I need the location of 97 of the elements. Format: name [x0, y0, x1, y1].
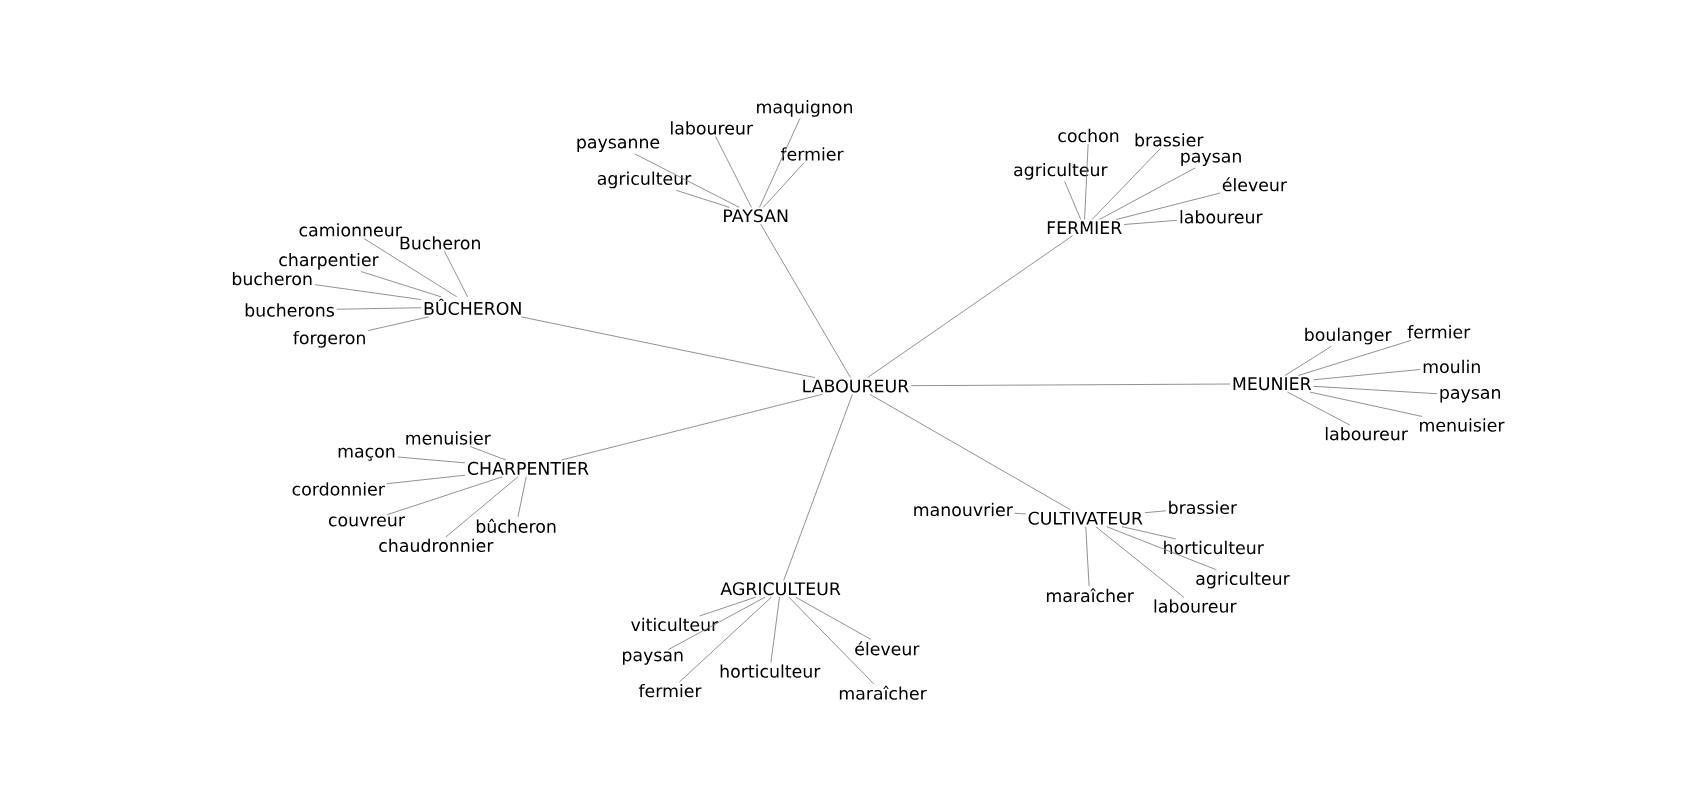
word-label: paysan — [1181, 152, 1241, 166]
connector-line — [1115, 192, 1221, 220]
connector-line — [1106, 526, 1217, 571]
hub-label: CULTIVATEUR — [1028, 511, 1143, 525]
word-label: agriculteur — [1014, 162, 1108, 180]
connector-line — [795, 596, 872, 640]
hub-label: MEUNIER — [1233, 377, 1312, 391]
connector-line — [1085, 526, 1090, 587]
hub-label: CHARPENTIER — [467, 461, 589, 475]
word-label: bucherons — [245, 303, 334, 317]
word-label: fermier — [780, 147, 844, 161]
word-label: laboureur — [1180, 210, 1263, 224]
connector-line — [1014, 512, 1027, 515]
hub-label: AGRICULTEUR — [720, 582, 841, 596]
connector-line — [699, 596, 757, 617]
connector-line — [1313, 385, 1438, 395]
connector-line — [469, 446, 507, 461]
word-label: fermier — [638, 683, 702, 698]
connector-line — [762, 162, 805, 208]
connector-line — [397, 456, 466, 464]
connector-line — [1284, 345, 1332, 376]
connector-line — [444, 250, 469, 298]
connector-line — [867, 235, 1073, 378]
connector-line — [1123, 219, 1178, 225]
connector-line — [788, 596, 875, 685]
center-label: LABOUREUR — [803, 379, 909, 393]
word-label: paysan — [623, 651, 683, 665]
word-label: fermier — [1407, 325, 1471, 339]
connector-line — [1064, 181, 1082, 220]
connector-line — [560, 393, 823, 461]
connector-line — [1084, 143, 1089, 220]
connector-line — [675, 189, 730, 208]
word-label: boulanger — [1305, 327, 1392, 345]
connector-line — [367, 316, 430, 331]
connector-line — [667, 596, 766, 650]
word-label: chaudronnier — [379, 538, 494, 552]
connector-line — [520, 316, 816, 378]
word-label: maquignon — [757, 99, 852, 117]
word-label: horticulteur — [1164, 540, 1264, 555]
word-label: menuisier — [406, 431, 491, 445]
word-label: éleveur — [855, 641, 920, 656]
word-label: bucheron — [232, 271, 312, 286]
word-label: bûcheron — [476, 518, 556, 533]
connector-line — [869, 393, 1072, 511]
word-label: couvreur — [328, 516, 405, 527]
word-label: cochon — [1058, 128, 1119, 143]
connector-line — [1287, 391, 1351, 426]
word-label: laboureur — [1325, 426, 1408, 441]
connector-line — [360, 271, 442, 298]
word-label: forgeron — [293, 330, 365, 348]
word-label: horticulteur — [720, 664, 821, 678]
word-label: manouvrier — [914, 502, 1013, 517]
word-label: camionneur — [299, 223, 402, 237]
word-label: maraîcher — [1047, 588, 1134, 603]
word-label: laboureur — [1154, 599, 1237, 613]
connector-line — [1144, 510, 1167, 514]
connector-line — [386, 474, 466, 485]
connector-line — [517, 476, 527, 518]
connector-line — [770, 596, 780, 663]
word-label: cordonnier — [292, 482, 385, 496]
connector-line — [1121, 526, 1177, 540]
word-label: agriculteur — [597, 171, 692, 189]
connector-line — [336, 307, 422, 310]
hub-label: PAYSAN — [724, 209, 788, 223]
connector-line — [634, 153, 740, 208]
word-label: maraîcher — [839, 685, 927, 700]
word-label: viticulteur — [631, 617, 719, 632]
connector-line — [363, 237, 458, 298]
word-label: brassier — [1135, 133, 1204, 147]
connector-line — [1309, 391, 1423, 417]
connector-line — [783, 393, 853, 581]
word-label: laboureur — [671, 121, 754, 135]
word-label: Bucheron — [400, 236, 480, 250]
word-label: brassier — [1169, 500, 1238, 515]
connector-line — [1095, 526, 1185, 598]
hub-label: FERMIER — [1047, 221, 1122, 234]
word-label: charpentier — [279, 252, 379, 270]
connector-line — [1313, 369, 1421, 381]
hub-label: BÛCHERON — [424, 298, 521, 315]
word-label: moulin — [1423, 359, 1480, 374]
connector-line — [314, 284, 422, 300]
connector-line — [759, 118, 801, 208]
word-label: menuisier — [1420, 418, 1505, 432]
connector-line — [678, 596, 772, 683]
connector-line — [1098, 167, 1196, 220]
connector-line — [445, 476, 519, 538]
word-label: paysan — [1440, 389, 1500, 403]
word-label: maçon — [338, 447, 395, 461]
word-label: éleveur — [1222, 177, 1287, 192]
word-label: agriculteur — [1196, 571, 1290, 589]
word-label: paysanne — [577, 138, 660, 152]
connector-line — [386, 476, 503, 516]
connector-line — [760, 223, 851, 378]
connector-line — [910, 383, 1231, 387]
connector-line — [1091, 147, 1161, 220]
connector-line — [715, 136, 752, 208]
connector-line — [1297, 339, 1412, 376]
